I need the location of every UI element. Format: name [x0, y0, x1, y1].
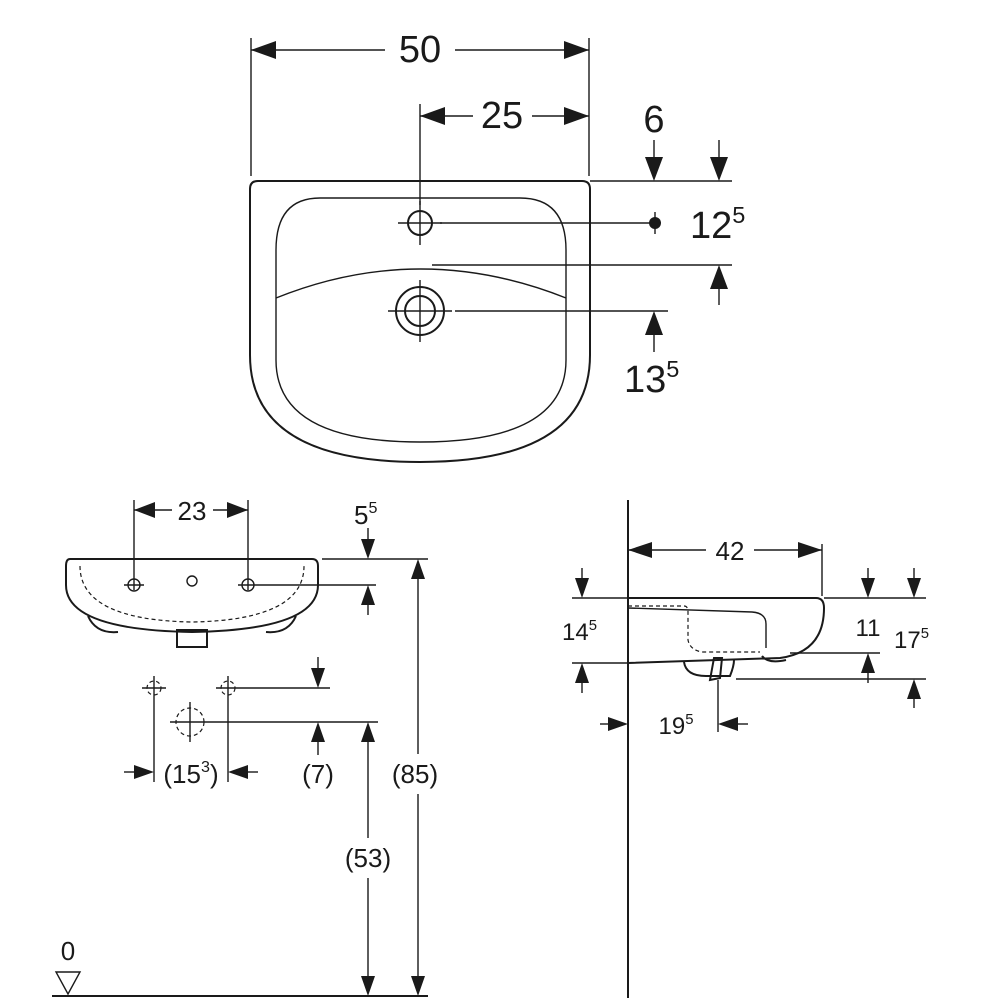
- rim-depth-arrow-right: [710, 157, 728, 181]
- side-waste-outlet: [708, 657, 724, 682]
- rim-depth-label: 6: [643, 99, 664, 141]
- rim-thickness-arrow-top: [861, 578, 875, 598]
- fixing-height-arrow-top: [361, 539, 375, 559]
- side-trap-body: [683, 659, 735, 677]
- rim-thickness-arrow-bottom: [861, 653, 875, 673]
- drain-hole: [388, 280, 452, 342]
- fixing-spacing-label: 23: [178, 496, 207, 526]
- supply-offset-arrow-top: [311, 668, 325, 688]
- rim-height-arrow-bottom: [411, 976, 425, 996]
- outlet-height-arrow-top: [361, 722, 375, 742]
- drain-position-label: 135: [624, 356, 679, 401]
- supply-spacing-label: (153): [163, 758, 218, 789]
- floor-level-label: 0: [61, 936, 75, 966]
- floor-level-marker: [54, 971, 82, 996]
- supply-point-right: [216, 676, 240, 700]
- rim-thickness-label: 11: [856, 615, 881, 642]
- left-height-arrow-top: [575, 578, 589, 598]
- total-height-label: 175: [894, 626, 929, 654]
- supply-offset-label: (7): [302, 759, 334, 789]
- projection-label: 42: [716, 536, 745, 566]
- front-basin-outline: [65, 558, 319, 634]
- fixing-spacing-arrow-right: [227, 502, 248, 518]
- drain-reference-arrow: [645, 311, 663, 335]
- supply-offset-arrow-bottom: [311, 722, 325, 742]
- outlet-projection-label: 195: [659, 712, 694, 740]
- fixing-height-label: 55: [354, 499, 377, 530]
- side-basin-outline: [627, 597, 826, 664]
- left-height-label: 145: [562, 618, 597, 646]
- rim-height-arrow-top: [411, 559, 425, 579]
- supply-spacing-arrow-left: [134, 765, 154, 779]
- hole-offset-arrow-right: [564, 107, 589, 125]
- side-basin-top-lip: [627, 607, 767, 648]
- outlet-height-arrow-bottom: [361, 976, 375, 996]
- inner-bowl-outline: [275, 197, 567, 443]
- outlet-projection-arrow-right: [718, 717, 738, 731]
- fixing-height-arrow-bottom: [361, 585, 375, 605]
- side-view: 42 145 11 175 195: [562, 500, 929, 998]
- front-foot-right: [265, 615, 297, 634]
- bowl-reference-arrow: [710, 265, 728, 289]
- side-foot: [761, 655, 787, 663]
- total-height-arrow-top: [907, 578, 921, 598]
- fixing-spacing-arrow-left: [134, 502, 155, 518]
- supply-point-left: [142, 676, 166, 700]
- top-view: 50 25 6 125 135: [249, 29, 745, 464]
- total-height-arrow-bottom: [907, 679, 921, 699]
- tap-hole-position-label: 125: [690, 202, 745, 247]
- hole-offset-label: 25: [481, 95, 523, 137]
- front-view: 23 55 (7): [52, 496, 438, 997]
- projection-arrow-right: [798, 542, 822, 558]
- front-bowl-hidden-line: [79, 565, 305, 623]
- rim-height-label: (85): [392, 759, 438, 789]
- bowl-water-line: [275, 268, 567, 299]
- front-foot-left: [87, 615, 119, 634]
- width-arrow-left: [251, 41, 276, 59]
- left-height-arrow-bottom: [575, 663, 589, 683]
- basin-outline: [249, 180, 591, 464]
- overflow-hole: [186, 575, 198, 587]
- side-bowl-hidden-line: [628, 605, 760, 653]
- width-dimension-label: 50: [399, 29, 441, 71]
- outlet-projection-arrow-left: [608, 717, 628, 731]
- waste-outlet-point: [170, 702, 210, 742]
- rim-depth-arrow-left: [645, 157, 663, 181]
- outlet-height-label: (53): [345, 843, 391, 873]
- supply-spacing-arrow-right: [228, 765, 248, 779]
- hole-offset-arrow-left: [420, 107, 445, 125]
- projection-arrow-left: [628, 542, 652, 558]
- front-waste-outlet: [176, 629, 208, 648]
- tap-hole: [398, 201, 442, 245]
- width-arrow-right: [564, 41, 589, 59]
